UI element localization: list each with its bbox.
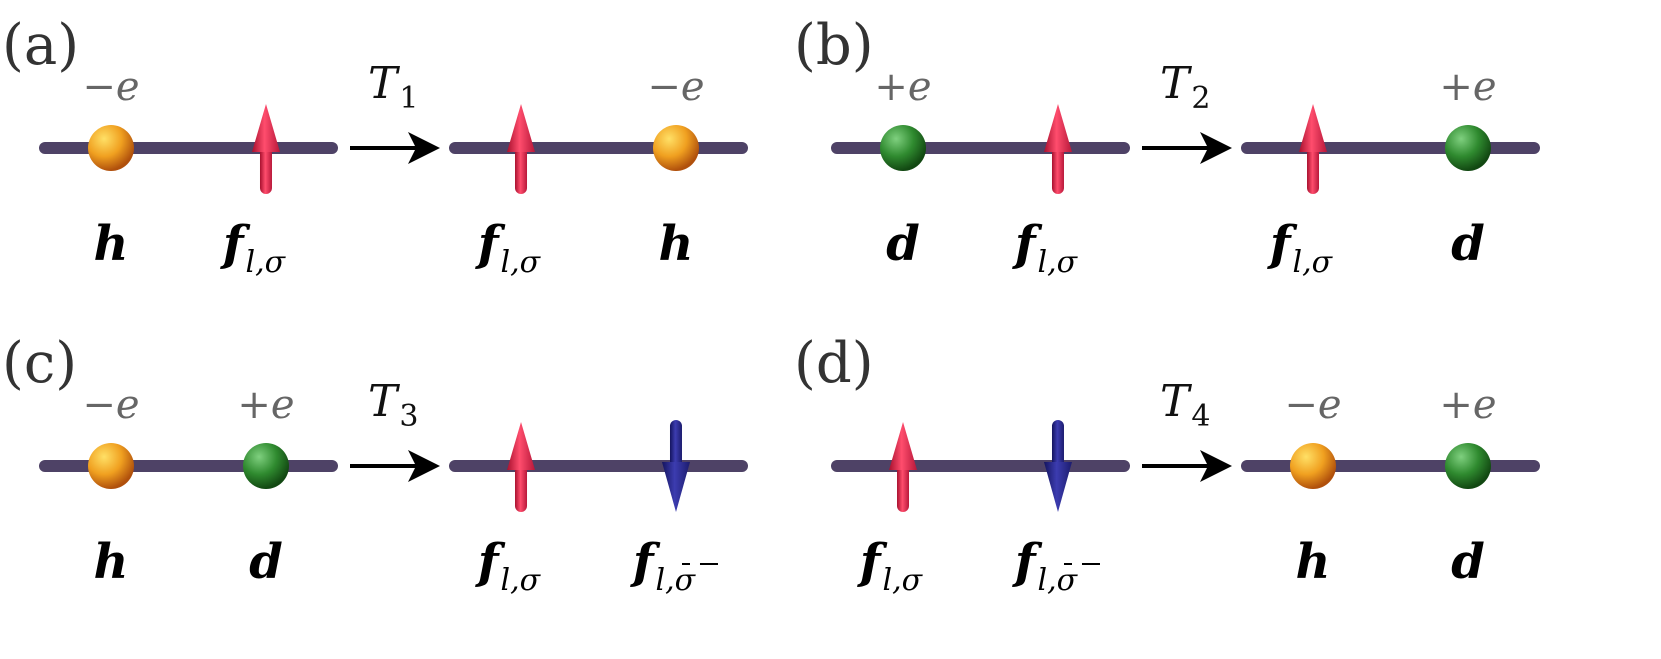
spin-up-arrow <box>889 422 918 512</box>
spin-down-arrow <box>1043 420 1072 512</box>
hole-sphere <box>1290 443 1337 489</box>
panel-label: (c) <box>2 331 77 396</box>
spin-up-arrow <box>1299 104 1328 194</box>
site-label: h <box>659 216 694 272</box>
panel-label: (d) <box>794 331 874 396</box>
transition-label: T1 <box>368 58 418 116</box>
transition-label: T3 <box>368 376 418 434</box>
site-label: d <box>1451 216 1485 272</box>
charge-label: +e <box>237 382 294 428</box>
charge-label: −e <box>82 382 139 428</box>
hole-sphere <box>88 125 135 171</box>
spin-up-arrow <box>507 422 536 512</box>
spin-up-arrow <box>1043 104 1072 194</box>
charge-label: +e <box>874 64 931 110</box>
site-label: fl,σ <box>1267 216 1334 280</box>
doublon-sphere <box>242 443 289 489</box>
site-label: fl,σ <box>1012 216 1079 280</box>
spin-up-arrow <box>251 104 280 194</box>
site-label: fl,σ <box>630 534 697 598</box>
transition-label: T2 <box>1160 58 1210 116</box>
hole-sphere <box>652 125 699 171</box>
doublon-sphere <box>880 125 927 171</box>
panel-label: (b) <box>794 13 874 78</box>
hole-sphere <box>88 443 135 489</box>
site-label: fl,σ <box>220 216 287 280</box>
transition-label: T4 <box>1160 376 1210 434</box>
doublon-sphere <box>1444 443 1491 489</box>
site-label: h <box>1296 534 1331 590</box>
site-label: fl,σ <box>857 534 924 598</box>
charge-label: +e <box>1439 64 1496 110</box>
site-label: d <box>249 534 283 590</box>
site-label: h <box>94 216 129 272</box>
doublon-sphere <box>1444 125 1491 171</box>
site-label: fl,σ <box>475 216 542 280</box>
panel-label: (a) <box>2 13 79 78</box>
site-label: h <box>94 534 129 590</box>
site-label: d <box>1451 534 1485 590</box>
site-label: fl,σ <box>475 534 542 598</box>
site-label: d <box>886 216 920 272</box>
panel-d: (d) fl,σ fl,σ T4 −e h +e d <box>794 331 1540 598</box>
panel-c: (c)−e h +e d T3 fl,σ fl,σ <box>2 331 748 598</box>
spin-up-arrow <box>507 104 536 194</box>
charge-label: +e <box>1439 382 1496 428</box>
charge-label: −e <box>1284 382 1341 428</box>
charge-label: −e <box>647 64 704 110</box>
site-label: fl,σ <box>1012 534 1079 598</box>
charge-label: −e <box>82 64 139 110</box>
spin-down-arrow <box>661 420 690 512</box>
